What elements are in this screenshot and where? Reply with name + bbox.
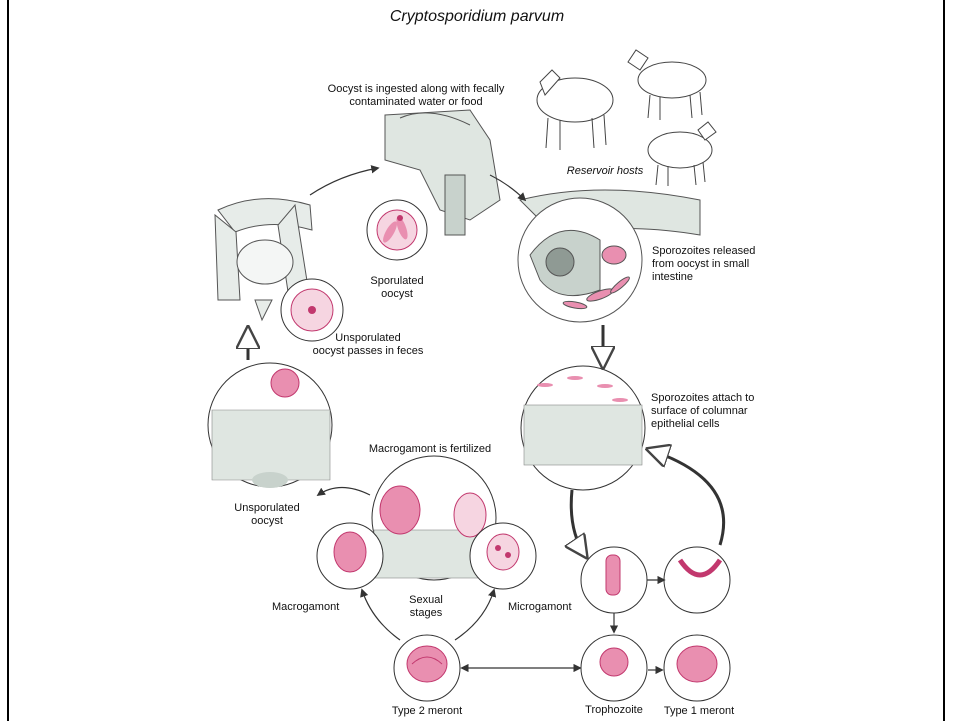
type1-meront-circle (664, 635, 730, 701)
sporulated-oocyst-circle (367, 200, 427, 260)
label-sporozoites-released: Sporozoites released from oocyst in smal… (652, 245, 792, 284)
label-unsporulated-oocyst: Unsporulated oocyst (217, 502, 317, 528)
type2-meront-circle (394, 635, 460, 701)
label-sporozoites-attach: Sporozoites attach to surface of columna… (651, 392, 791, 431)
label-oocyst-ingested: Oocyst is ingested along with fecally co… (316, 83, 516, 109)
label-trophozoite: Trophozoite (569, 704, 659, 717)
unsporulated-oocyst-large-circle (208, 363, 332, 488)
label-macrogamont: Macrogamont (272, 601, 362, 614)
label-reservoir-hosts: Reservoir hosts (565, 165, 645, 178)
label-microgamont: Microgamont (508, 601, 598, 614)
merozoite-circle (664, 547, 730, 613)
label-type1-meront: Type 1 meront (654, 705, 744, 718)
trophozoite-circle (581, 635, 647, 701)
calf-2-drawing (628, 50, 706, 120)
macrogamont-circle (317, 523, 383, 589)
label-unsporulated-feces: Unsporulated oocyst passes in feces (298, 332, 438, 358)
label-sporulated-oocyst: Sporulated oocyst (362, 275, 432, 301)
microgamont-circle (470, 523, 536, 589)
label-sexual-stages: Sexual stages (396, 594, 456, 620)
calf-1-drawing (537, 70, 613, 150)
calf-3-drawing (648, 122, 716, 186)
label-macrogamont-fertilized: Macrogamont is fertilized (340, 443, 520, 456)
label-type2-meront: Type 2 meront (377, 705, 477, 718)
epithelial-cells-circle (521, 366, 645, 490)
